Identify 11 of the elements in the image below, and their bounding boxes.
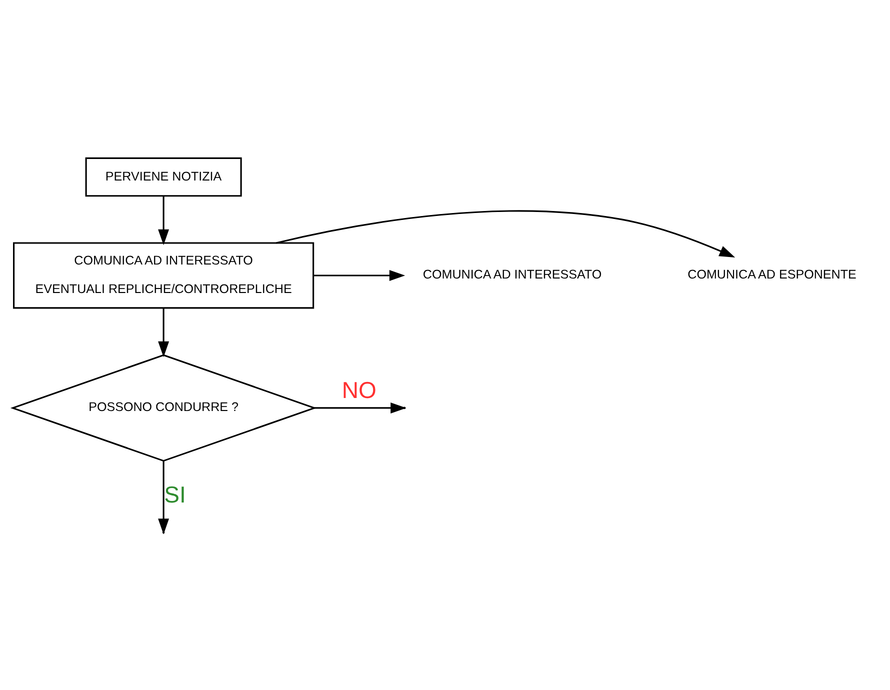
edge-label: SI — [164, 480, 186, 507]
edge-label: NO — [342, 376, 376, 403]
arrow — [158, 308, 170, 357]
arrow — [158, 196, 170, 245]
arrow — [276, 210, 736, 257]
node-text: COMUNICA AD INTERESSATO — [422, 267, 602, 282]
node-box: COMUNICA AD INTERESSATO EVENTUALI REPLICHE/CONTROREPLICHE — [13, 242, 314, 308]
node-text: COMUNICA AD ESPONENTE — [688, 267, 856, 282]
node-diamond: POSSONO CONDURRE ? — [10, 354, 317, 462]
node-box: PERVIENE NOTIZIA — [85, 156, 242, 196]
arrow — [313, 269, 406, 280]
